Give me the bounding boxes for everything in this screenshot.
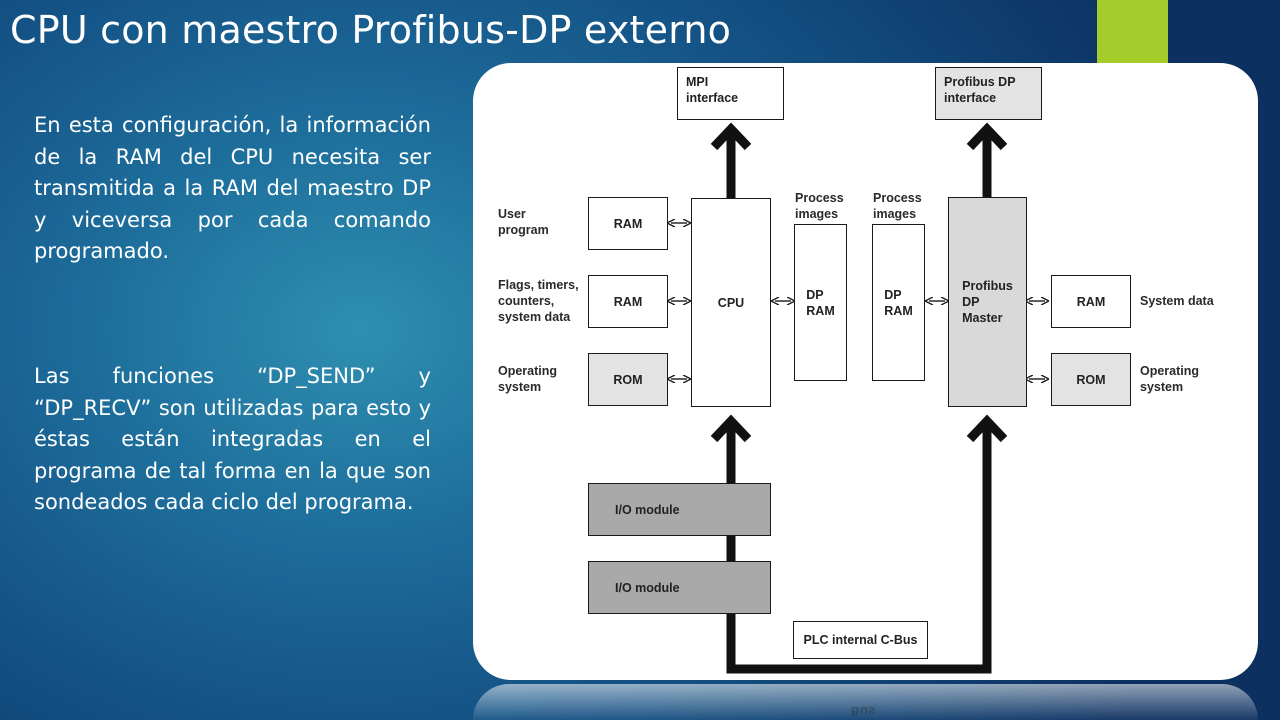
label-operating-system-left: Operating system bbox=[498, 364, 558, 394]
label-process-images-left: Process images bbox=[795, 191, 844, 221]
profibus-interface-box: Profibus DP interface bbox=[935, 67, 1042, 120]
label-operating-system-right: Operating system bbox=[1140, 364, 1200, 394]
ram-box-user-program: RAM bbox=[588, 197, 668, 250]
cpu-box: CPU bbox=[691, 198, 771, 407]
ram-box-flags: RAM bbox=[588, 275, 668, 328]
label-user-program: User program bbox=[498, 207, 549, 237]
reflection-text: PLC internal C-Bus bbox=[813, 704, 914, 720]
io-module-box-1: I/O module bbox=[588, 483, 771, 536]
diagram-reflection: PLC internal C-Bus bbox=[473, 684, 1258, 720]
io-module-box-2: I/O module bbox=[588, 561, 771, 614]
profibus-dp-master-box: Profibus DP Master bbox=[948, 197, 1027, 407]
dp-ram-box-left: DP RAM bbox=[794, 224, 847, 381]
c-bus-line bbox=[710, 414, 1008, 674]
paragraph-functions: Las funciones “DP_SEND” y “DP_RECV” son … bbox=[34, 364, 431, 515]
label-process-images-right: Process images bbox=[873, 191, 922, 221]
ram-box-system-data: RAM bbox=[1051, 275, 1131, 328]
paragraph-configuration: En esta configuración, la información de… bbox=[34, 113, 431, 264]
plc-internal-c-bus-box: PLC internal C-Bus bbox=[793, 621, 928, 659]
rom-box-right: ROM bbox=[1051, 353, 1131, 406]
accent-bar bbox=[1097, 0, 1168, 63]
arrow-master-to-profibus bbox=[966, 122, 1008, 198]
label-flags-timers: Flags, timers, counters, system data bbox=[498, 278, 579, 324]
rom-box-left: ROM bbox=[588, 353, 668, 406]
label-system-data: System data bbox=[1140, 294, 1214, 308]
mpi-interface-box: MPI interface bbox=[677, 67, 784, 120]
diagram-card: MPI interface Profibus DP interface User… bbox=[473, 63, 1258, 680]
arrow-cpu-to-mpi bbox=[710, 122, 752, 198]
dp-ram-box-right: DP RAM bbox=[872, 224, 925, 381]
diagram-connectors bbox=[473, 122, 1258, 674]
slide-title: CPU con maestro Profibus-DP externo bbox=[10, 8, 732, 52]
